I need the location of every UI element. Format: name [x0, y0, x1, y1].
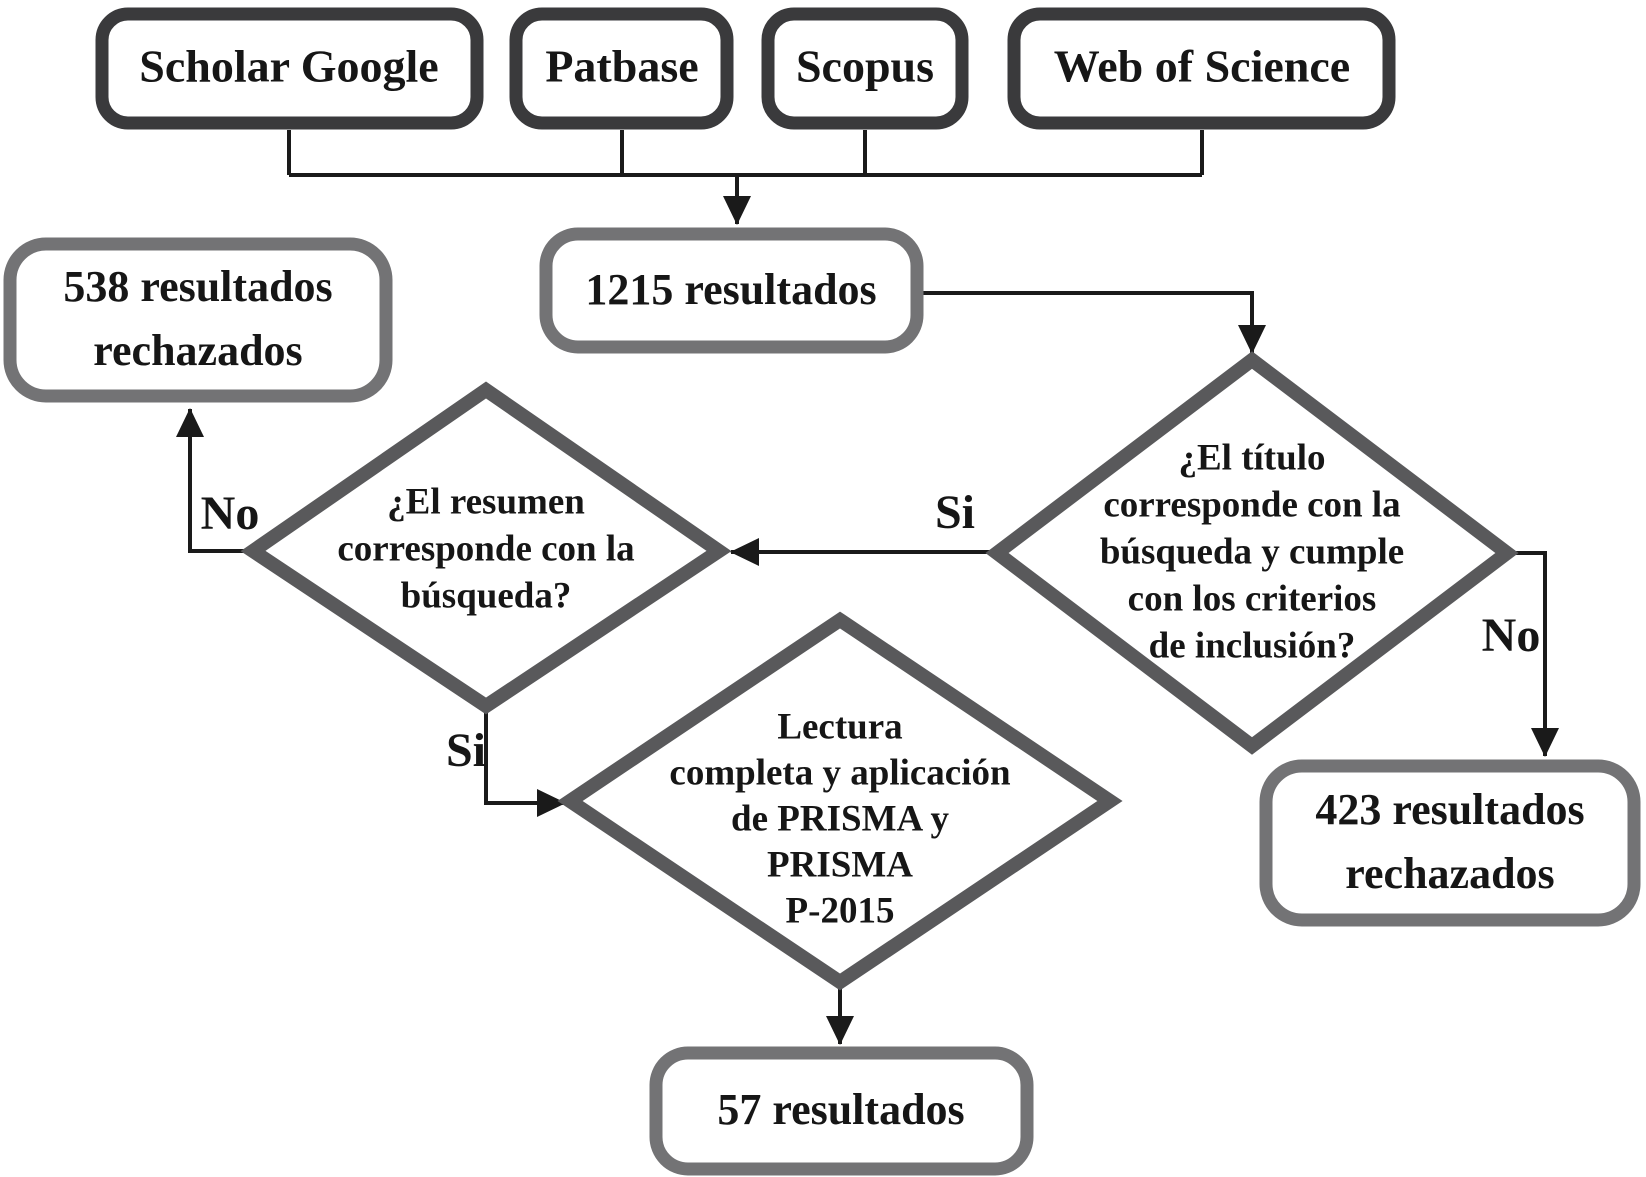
edge-label-abstract-no: No	[201, 487, 260, 540]
edge-label-title-no: No	[1482, 609, 1541, 662]
diamond-title-decision-line3: búsqueda y cumple	[1100, 531, 1404, 572]
source-label-scopus: Scopus	[796, 41, 934, 92]
diamond-full-reading	[557, 611, 1123, 991]
diamond-full-reading-line2: completa y aplicación	[669, 752, 1011, 793]
diamond-title-decision-line2: corresponde con la	[1103, 484, 1400, 525]
node-box-results-total	[539, 227, 924, 354]
arrow-title-no-to-rejected	[1507, 551, 1559, 757]
source-box-web-of-science	[1007, 7, 1396, 130]
arrow-abstract-si-to-full-reading	[484, 706, 566, 817]
diamond-title-decision-line5: de inclusión?	[1149, 625, 1356, 666]
source-label-scholar-google: Scholar Google	[139, 41, 438, 92]
connector-sources-bus	[287, 130, 1204, 177]
node-label-rejected-abstract-line1: 538 resultados	[63, 262, 332, 311]
diamond-title-decision-line4: con los criterios	[1128, 578, 1377, 619]
diamond-full-reading-line5: P-2015	[786, 890, 895, 931]
diamond-abstract-decision-line3: búsqueda?	[401, 575, 572, 616]
diamond-title-decision-line1: ¿El título	[1179, 437, 1326, 478]
source-box-patbase	[509, 7, 734, 130]
node-label-final-results: 57 resultados	[717, 1085, 964, 1134]
arrow-results-to-title-decision	[920, 291, 1266, 354]
diamond-full-reading-line4: PRISMA	[767, 844, 913, 885]
node-label-rejected-title-line1: 423 resultados	[1315, 785, 1584, 834]
source-box-scholar-google	[95, 7, 484, 130]
node-box-final-results	[649, 1046, 1034, 1176]
edge-label-title-si: Si	[935, 486, 975, 539]
source-box-scopus	[761, 7, 969, 130]
node-box-rejected-abstract	[3, 237, 393, 403]
diamond-full-reading-line3: de PRISMA y	[731, 798, 949, 839]
diamond-abstract-decision-line2: corresponde con la	[337, 528, 634, 569]
arrow-abstract-no-to-rejected	[176, 408, 253, 553]
node-box-rejected-title	[1259, 759, 1641, 927]
source-label-patbase: Patbase	[545, 41, 698, 92]
node-label-results-total: 1215 resultados	[585, 265, 876, 314]
diamond-title-decision	[985, 351, 1519, 755]
source-label-web-of-science: Web of Science	[1054, 41, 1350, 92]
diamond-full-reading-line1: Lectura	[777, 706, 902, 747]
diamond-abstract-decision	[240, 381, 732, 715]
node-label-rejected-abstract-line2: rechazados	[93, 326, 302, 375]
diamond-abstract-decision-line1: ¿El resumen	[387, 481, 585, 522]
node-label-rejected-title-line2: rechazados	[1345, 849, 1554, 898]
edge-label-abstract-si: Si	[446, 724, 486, 777]
